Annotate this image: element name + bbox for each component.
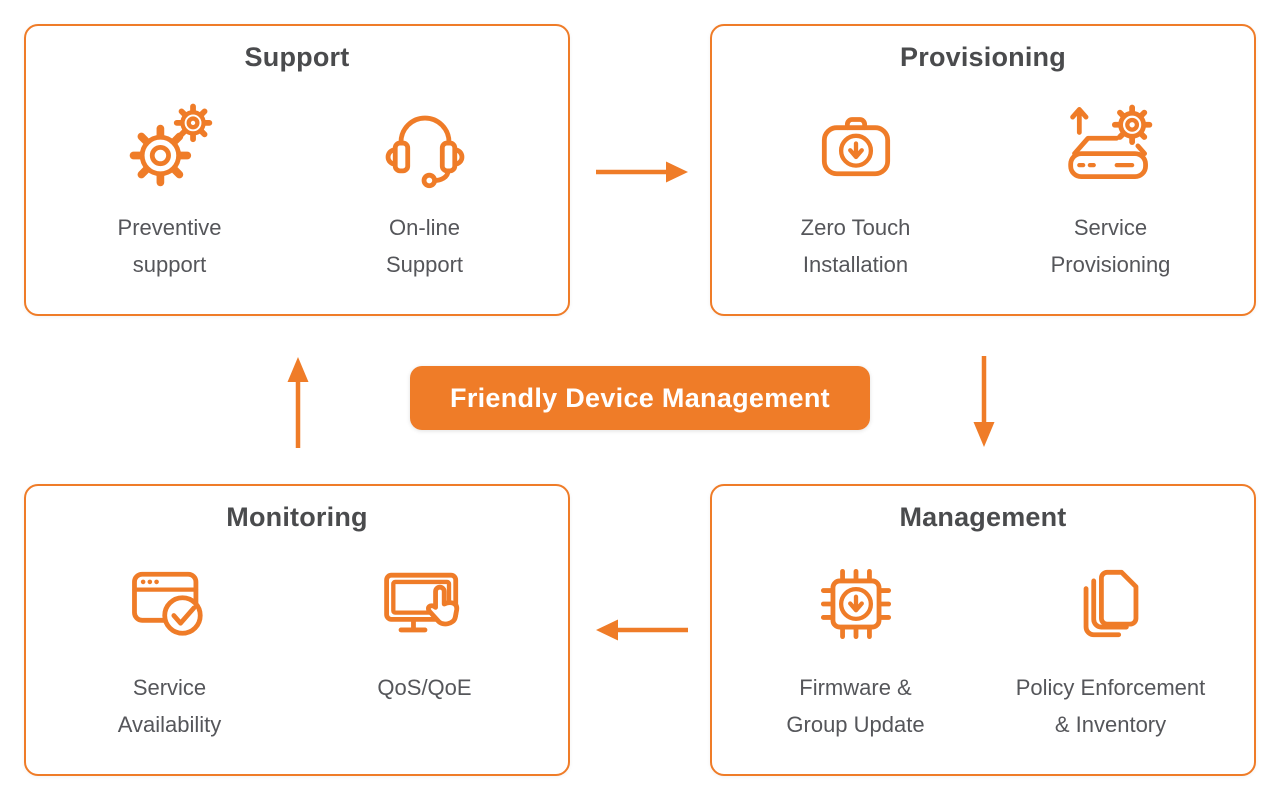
arrow-management-to-monitoring xyxy=(596,619,688,641)
chip-download-icon xyxy=(808,553,904,655)
feature-service-provisioning: Service Provisioning xyxy=(983,93,1238,283)
arrow-support-to-provisioning xyxy=(596,161,688,183)
support-box: Support xyxy=(24,24,570,316)
box-title-management: Management xyxy=(899,502,1067,532)
feature-label: Preventive support xyxy=(117,215,222,277)
feature-label: On-line Support xyxy=(385,215,464,277)
feature-label: Firmware & Group Update xyxy=(786,675,925,737)
provisioning-box: Provisioning Zero Touch Installation xyxy=(710,24,1256,316)
feature-label: QoS/QoE xyxy=(377,675,472,700)
monitor-touch-icon xyxy=(377,553,473,655)
feature-online-support: On-line Support xyxy=(297,93,552,283)
router-gear-icon xyxy=(1063,93,1159,195)
feature-label: Policy Enforcement & Inventory xyxy=(1015,675,1206,737)
monitoring-box: Monitoring Service Availability xyxy=(24,484,570,776)
browser-check-icon xyxy=(122,553,218,655)
feature-firmware-group-update: Firmware & Group Update xyxy=(728,553,983,743)
documents-icon xyxy=(1063,553,1159,655)
box-title-monitoring: Monitoring xyxy=(226,502,368,532)
feature-zero-touch-installation: Zero Touch Installation xyxy=(728,93,983,283)
box-title-support: Support xyxy=(244,42,350,72)
headset-icon xyxy=(377,93,473,195)
center-banner: Friendly Device Management xyxy=(410,366,870,430)
briefcase-download-icon xyxy=(808,93,904,195)
box-title-provisioning: Provisioning xyxy=(900,42,1066,72)
arrow-monitoring-to-support xyxy=(287,357,309,448)
feature-label: Zero Touch Installation xyxy=(800,215,911,277)
feature-qos-qoe: QoS/QoE xyxy=(297,553,552,743)
feature-label: Service Availability xyxy=(117,675,222,737)
feature-preventive-support: Preventive support xyxy=(42,93,297,283)
feature-policy-enforcement-inventory: Policy Enforcement & Inventory xyxy=(983,553,1238,743)
gears-icon xyxy=(122,93,218,195)
arrow-provisioning-to-management xyxy=(973,356,995,447)
feature-label: Service Provisioning xyxy=(1050,215,1171,277)
feature-service-availability: Service Availability xyxy=(42,553,297,743)
management-box: Management Firmware & Group Update xyxy=(710,484,1256,776)
